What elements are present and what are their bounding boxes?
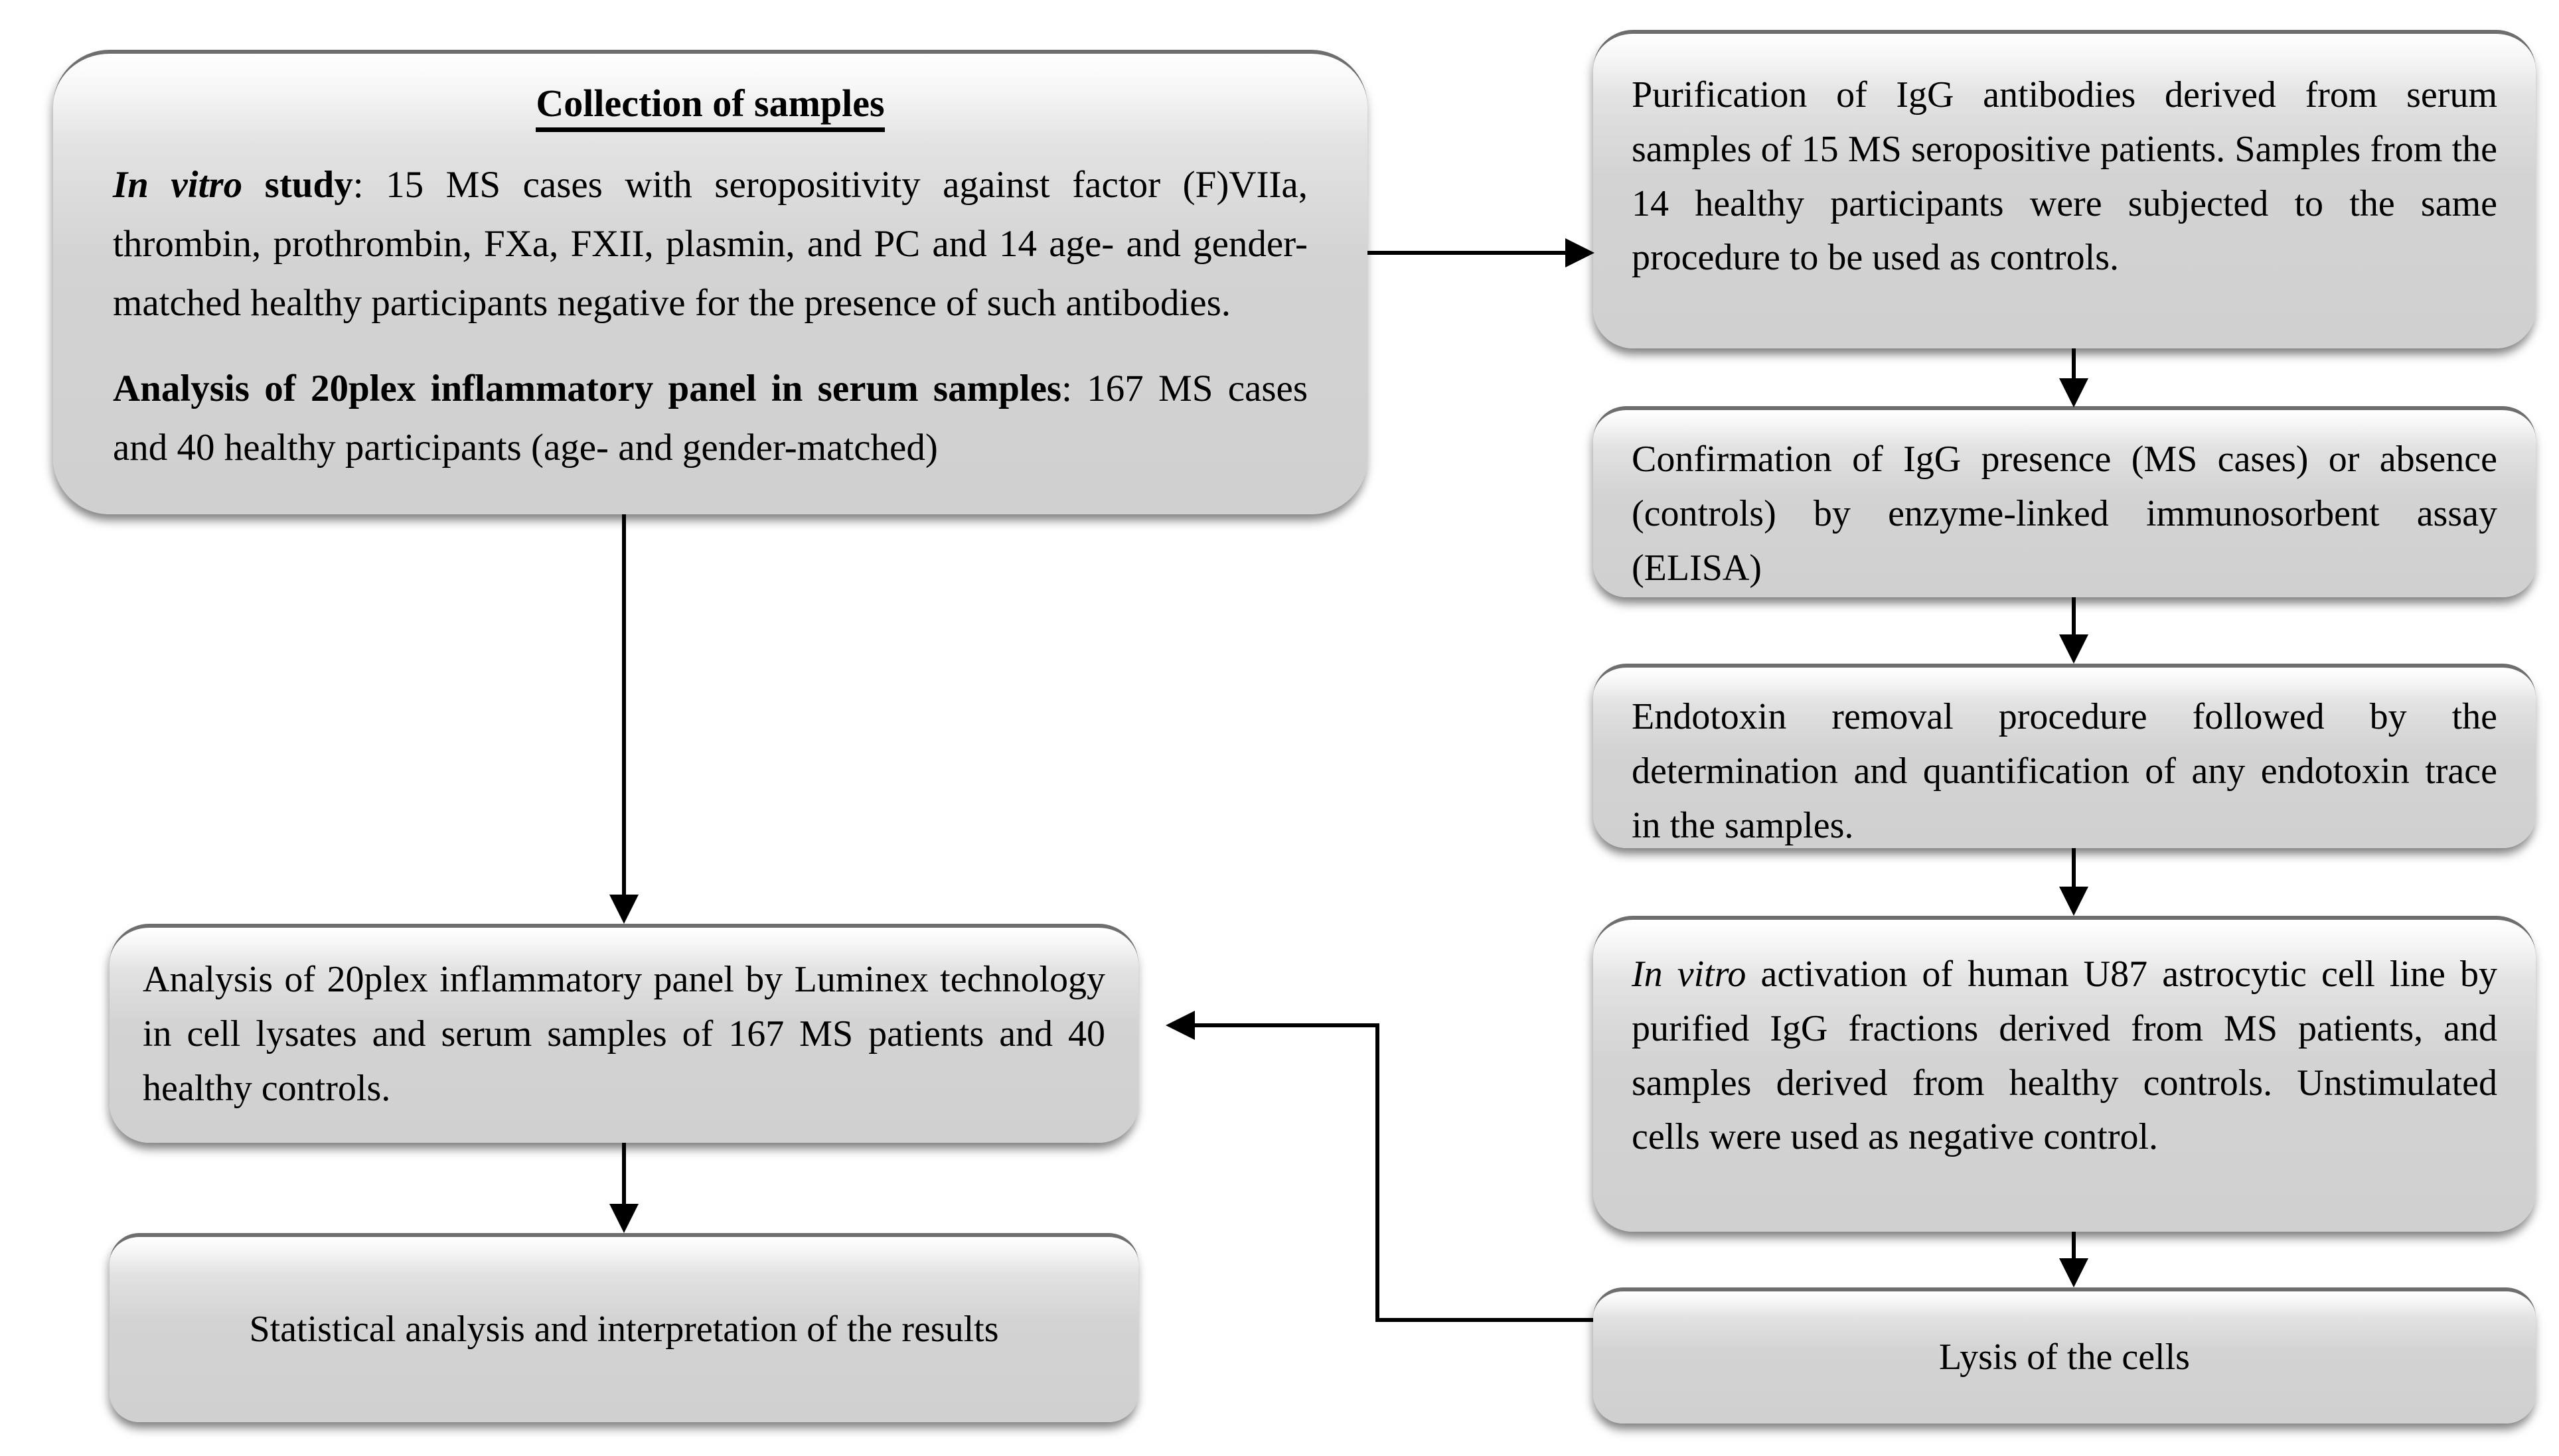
invitro-activation-body: activation of human U87 astrocytic cell … — [1632, 954, 2497, 1158]
box-collection-title-text: Collection of samples — [536, 82, 885, 132]
box-statistical-analysis-text: Statistical analysis and interpretation … — [249, 1308, 999, 1350]
box-elisa-confirmation: Confirmation of IgG presence (MS cases) … — [1593, 406, 2536, 597]
invitro-study-lead-bold: study — [242, 164, 353, 206]
connector-lysis-to-luminex-top-segment — [1194, 1023, 1379, 1027]
connector-lysis-to-luminex-bottom-segment — [1377, 1318, 1593, 1322]
arrow-purification-to-confirmation-head — [2059, 378, 2088, 407]
arrow-endotoxin-to-activation-head — [2059, 887, 2088, 916]
box-endotoxin-removal: Endotoxin removal procedure followed by … — [1593, 664, 2536, 848]
box-luminex-analysis: Analysis of 20plex inflammatory panel by… — [110, 924, 1138, 1143]
arrow-collection-to-purification-head — [1565, 238, 1594, 267]
box-igg-purification: Purification of IgG antibodies derived f… — [1593, 30, 2536, 348]
box-collection-paragraph-invitro: In vitro study: 15 MS cases with seropos… — [113, 156, 1308, 333]
box-elisa-confirmation-text: Confirmation of IgG presence (MS cases) … — [1632, 439, 2497, 589]
arrow-confirmation-to-endotoxin-head — [2059, 634, 2088, 664]
box-collection-paragraph-20plex: Analysis of 20plex inflammatory panel in… — [113, 360, 1308, 478]
connector-lysis-to-luminex-vertical-segment — [1375, 1023, 1379, 1322]
invitro-study-lead-italic: In vitro — [113, 164, 243, 206]
box-invitro-activation-text: In vitro activation of human U87 astrocy… — [1632, 948, 2497, 1165]
serum-panel-body: : 167 MS cases and 40 healthy participan… — [113, 368, 1308, 469]
box-collection-title: Collection of samples — [113, 74, 1308, 133]
box-cell-lysis-text: Lysis of the cells — [1939, 1336, 2190, 1378]
invitro-activation-lead-italic: In vitro — [1632, 954, 1746, 995]
arrow-purification-to-confirmation-line — [2072, 348, 2076, 380]
box-invitro-activation: In vitro activation of human U87 astrocy… — [1593, 916, 2536, 1232]
box-collection-of-samples: Collection of samples In vitro study: 15… — [53, 50, 1367, 514]
serum-panel-lead-bold: Analysis of 20plex inflammatory panel in… — [113, 368, 1062, 410]
box-endotoxin-removal-text: Endotoxin removal procedure followed by … — [1632, 696, 2497, 846]
invitro-study-body: : 15 MS cases with seropositivity agains… — [113, 164, 1308, 325]
arrow-confirmation-to-endotoxin-line — [2072, 597, 2076, 636]
box-igg-purification-text: Purification of IgG antibodies derived f… — [1632, 74, 2497, 279]
arrow-luminex-to-statistical-line — [622, 1143, 626, 1206]
box-cell-lysis: Lysis of the cells — [1593, 1287, 2536, 1423]
box-luminex-analysis-text: Analysis of 20plex inflammatory panel by… — [143, 959, 1105, 1109]
arrow-activation-to-lysis-head — [2059, 1258, 2088, 1287]
arrow-collection-to-purification-line — [1367, 251, 1567, 255]
arrow-endotoxin-to-activation-line — [2072, 848, 2076, 888]
arrow-luminex-to-statistical-head — [609, 1204, 639, 1233]
arrow-activation-to-lysis-line — [2072, 1232, 2076, 1261]
arrow-collection-to-luminex-line — [622, 514, 626, 896]
arrow-lysis-to-luminex-head — [1166, 1011, 1195, 1040]
box-statistical-analysis: Statistical analysis and interpretation … — [110, 1233, 1138, 1422]
arrow-collection-to-luminex-head — [609, 895, 639, 924]
